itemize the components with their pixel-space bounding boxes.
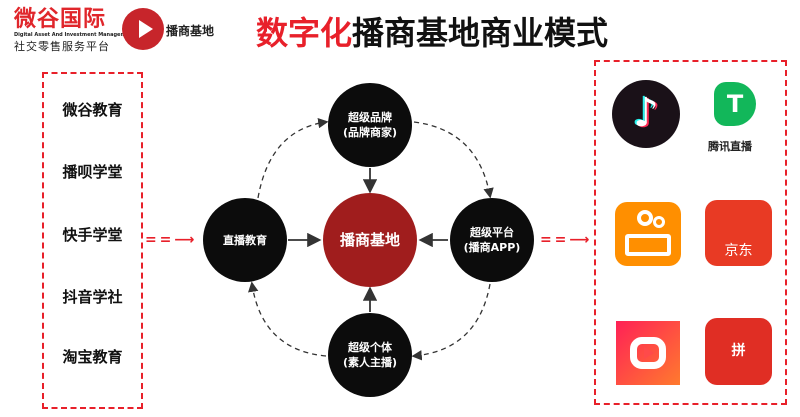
node-live-education: 直播教育 <box>203 198 287 282</box>
list-item: 抖音学社 <box>62 288 123 306</box>
node-super-brand: 超级品牌(品牌商家) <box>328 83 412 167</box>
brand-subtitle: 社交零售服务平台 <box>14 40 110 53</box>
node-super-individual: 超级个体(素人主播) <box>328 313 412 397</box>
title-red: 数字化 <box>256 14 353 52</box>
jd-icon: 京东 <box>705 200 772 266</box>
platform-box <box>594 60 787 405</box>
douyin-icon: ♪ <box>612 80 680 148</box>
page-title: 数字化播商基地商业模式 <box>256 8 608 54</box>
kuaishou-icon <box>615 202 681 266</box>
right-arrow: = = ⟶ <box>540 232 589 248</box>
huoshan-icon <box>616 321 680 385</box>
base-logo-text: 播商基地 <box>166 24 215 38</box>
left-arrow: = = ⟶ <box>145 232 194 248</box>
tencent-live-label: 腾讯直播 <box>708 140 752 153</box>
play-logo-icon <box>122 8 164 50</box>
list-item: 微谷教育 <box>62 101 123 119</box>
education-list: 微谷教育 播呗学堂 快手学堂 抖音学社 淘宝教育 <box>42 72 143 409</box>
weigu-logo: 微谷国际 Digital Asset And Investment Manage… <box>14 7 136 54</box>
node-super-platform: 超级平台(播商APP) <box>450 198 534 282</box>
node-center-base: 播商基地 <box>323 193 417 287</box>
pinduoduo-icon: 拼 <box>705 318 772 385</box>
list-item: 淘宝教育 <box>62 348 123 366</box>
title-black: 播商基地商业模式 <box>352 14 609 52</box>
list-item: 快手学堂 <box>62 226 123 244</box>
list-item: 播呗学堂 <box>62 163 123 181</box>
brand-name: 微谷国际 <box>14 7 107 32</box>
tencent-live-icon: T <box>714 82 756 126</box>
brand-english: Digital Asset And Investment Management <box>14 32 136 38</box>
